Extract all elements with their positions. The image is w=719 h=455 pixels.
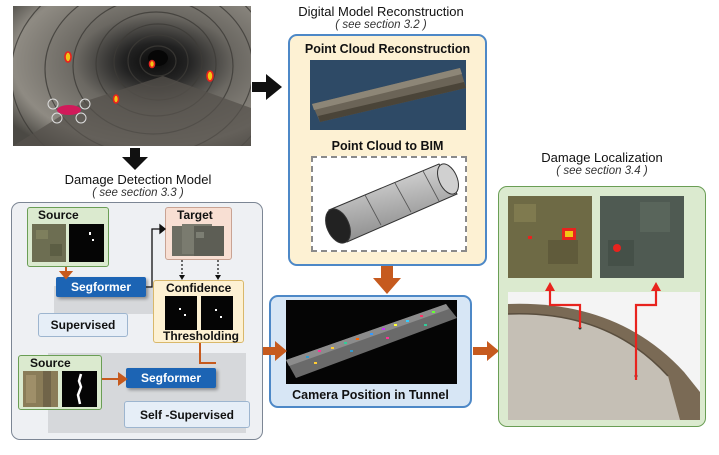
target-label: Target [177,208,213,222]
supervised-label: Supervised [38,313,128,337]
segformer-button-top: Segformer [56,277,146,297]
localization-crack-image-left [508,196,592,278]
source-label-bottom: Source [30,356,71,370]
arrow-down-orange [373,266,401,294]
arrow-down-black [122,148,148,170]
point-cloud-image [310,60,466,130]
source-label-top: Source [38,208,79,222]
self-supervised-label: Self -Supervised [124,401,250,428]
damage-localization-title: Damage Localization [541,150,663,165]
camera-position-image [286,300,457,384]
confidence-label: Confidence [166,281,232,295]
damage-detection-title: Damage Detection Model [64,172,212,187]
target-image [172,224,224,256]
localization-crack-image-right [600,196,684,278]
point-cloud-label: Point Cloud Reconstruction [304,42,471,56]
camera-position-label: Camera Position in Tunnel [292,388,449,402]
source-image-bottom [23,371,97,407]
arrow-right-orange-right [473,341,499,361]
confidence-images [165,296,233,330]
bim-label: Point Cloud to BIM [331,139,444,153]
digital-model-title: Digital Model Reconstruction [298,4,464,19]
arrow-right-black [252,74,282,100]
drone-icon [47,98,91,124]
damage-detection-subtitle: ( see section 3.3 ) [92,187,184,199]
segformer-button-bottom: Segformer [126,368,216,388]
damage-localization-subtitle: ( see section 3.4 ) [556,165,648,177]
thresholding-label: Thresholding [163,329,239,343]
arrow-right-orange-left [263,341,287,361]
bim-cylinder-image [325,163,459,244]
localization-tunnel-model [508,292,700,420]
source-image-top [32,224,104,262]
tunnel-drone-photo [13,6,251,146]
digital-model-subtitle: ( see section 3.2 ) [335,19,427,31]
